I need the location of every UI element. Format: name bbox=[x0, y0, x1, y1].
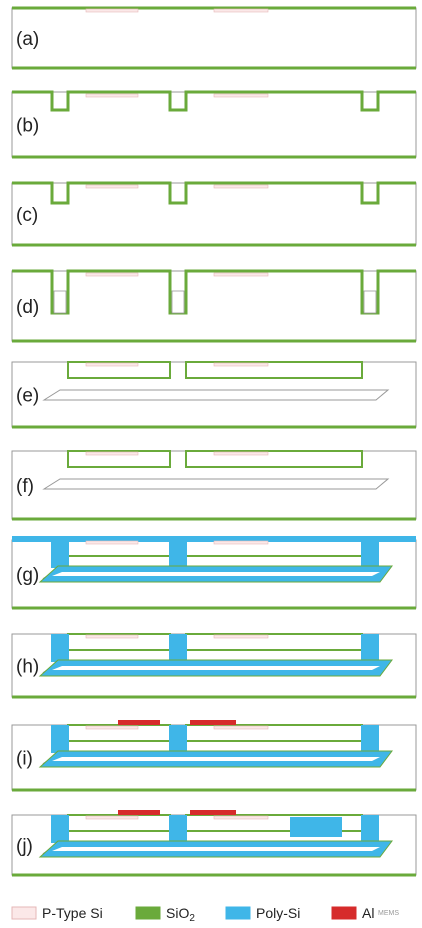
step-label: (h) bbox=[16, 657, 39, 678]
p-type-si-region bbox=[213, 184, 269, 189]
legend-poly-si-label: Poly-Si bbox=[256, 905, 300, 921]
silicon-substrate bbox=[11, 7, 417, 69]
step-label: (a) bbox=[16, 29, 39, 50]
poly-si-trench-fill bbox=[51, 540, 69, 568]
p-type-si-region bbox=[85, 362, 139, 367]
oxide-top-layer bbox=[12, 90, 416, 112]
step-c: (c) bbox=[11, 181, 417, 247]
step-label: (j) bbox=[16, 836, 33, 857]
p-type-si-region bbox=[85, 725, 139, 730]
aluminum-electrode bbox=[118, 720, 160, 725]
poly-si-trench-fill bbox=[169, 540, 187, 568]
aluminum-electrode bbox=[190, 720, 236, 725]
step-f: (f) bbox=[11, 450, 417, 521]
step-h: (h) bbox=[11, 633, 417, 699]
step-label: (c) bbox=[16, 205, 38, 226]
step-g: (g) bbox=[11, 536, 417, 610]
step-label: (b) bbox=[16, 116, 39, 137]
aluminum-electrode bbox=[190, 810, 236, 815]
deep-trench bbox=[53, 290, 67, 314]
step-j: (j) bbox=[11, 810, 417, 877]
oxide-top-layer bbox=[12, 181, 416, 205]
step-label: (g) bbox=[16, 565, 39, 586]
undercut-cavity bbox=[42, 389, 390, 401]
step-label: (i) bbox=[16, 749, 33, 770]
legend-al-label: Al bbox=[362, 905, 374, 921]
deep-trench bbox=[363, 290, 377, 314]
step-b: (b) bbox=[11, 90, 417, 159]
p-type-si-region bbox=[213, 8, 269, 13]
legend-sio2: SiO2 bbox=[135, 905, 195, 924]
p-type-si-region bbox=[213, 815, 269, 820]
p-type-si-region bbox=[85, 272, 139, 277]
step-label: (f) bbox=[16, 476, 34, 497]
poly-si-trench-fill bbox=[169, 725, 187, 753]
etch-release-window bbox=[290, 817, 342, 837]
step-d: (d) bbox=[11, 269, 417, 343]
legend-al-swatch bbox=[331, 906, 357, 920]
silicon-substrate bbox=[11, 182, 417, 246]
p-type-si-region bbox=[213, 725, 269, 730]
poly-si-trench-fill bbox=[51, 634, 69, 662]
inner-void bbox=[52, 847, 380, 851]
poly-si-trench-fill bbox=[361, 540, 379, 568]
step-label: (e) bbox=[16, 386, 39, 407]
poly-si-trench-fill bbox=[169, 634, 187, 662]
legend-sio2-swatch bbox=[135, 906, 161, 920]
p-type-si-region bbox=[213, 634, 269, 639]
p-type-si-region bbox=[85, 815, 139, 820]
watermark-text: MEMS bbox=[378, 910, 399, 917]
inner-void bbox=[52, 666, 380, 670]
released-island bbox=[185, 633, 363, 651]
released-island bbox=[185, 724, 363, 742]
p-type-si-region bbox=[85, 634, 139, 639]
p-type-si-region bbox=[85, 184, 139, 189]
released-island bbox=[185, 450, 363, 468]
legend-sio2-subscript: 2 bbox=[189, 913, 195, 924]
step-i: (i) bbox=[11, 720, 417, 792]
poly-si-trench-fill bbox=[361, 634, 379, 662]
legend-poly-si: Poly-Si bbox=[225, 905, 300, 921]
legend-p-type-si-swatch bbox=[11, 906, 37, 920]
p-type-si-region bbox=[213, 451, 269, 456]
p-type-si-region bbox=[213, 272, 269, 277]
step-e: (e) bbox=[11, 361, 417, 429]
step-a: (a) bbox=[11, 6, 417, 70]
p-type-si-region bbox=[85, 93, 139, 98]
silicon-substrate bbox=[11, 91, 417, 158]
p-type-si-region bbox=[85, 451, 139, 456]
legend-p-type-si-label: P-Type Si bbox=[42, 905, 103, 921]
inner-void bbox=[52, 572, 380, 576]
legend-poly-si-swatch bbox=[225, 906, 251, 920]
deep-trench bbox=[171, 290, 185, 314]
legend: P-Type Si SiO2 Poly-Si Al bbox=[11, 905, 374, 924]
poly-si-trench-fill bbox=[361, 725, 379, 753]
released-island bbox=[185, 361, 363, 379]
poly-si-trench-fill bbox=[51, 725, 69, 753]
legend-sio2-label: SiO2 bbox=[166, 905, 195, 924]
poly-si-trench-fill bbox=[361, 815, 379, 843]
p-type-si-region bbox=[85, 540, 139, 545]
step-label: (d) bbox=[16, 297, 39, 318]
p-type-si-region bbox=[213, 93, 269, 98]
legend-al: Al bbox=[331, 905, 374, 921]
undercut-cavity bbox=[42, 478, 390, 490]
silicon-substrate bbox=[11, 270, 417, 342]
legend-p-type-si: P-Type Si bbox=[11, 905, 103, 921]
inner-void bbox=[52, 757, 380, 761]
p-type-si-region bbox=[213, 540, 269, 545]
poly-si-top-layer bbox=[12, 536, 416, 542]
poly-si-trench-fill bbox=[169, 815, 187, 843]
poly-si-trench-fill bbox=[51, 815, 69, 843]
p-type-si-region bbox=[213, 362, 269, 367]
released-island bbox=[185, 539, 363, 557]
p-type-si-region bbox=[85, 8, 139, 13]
aluminum-electrode bbox=[118, 810, 160, 815]
